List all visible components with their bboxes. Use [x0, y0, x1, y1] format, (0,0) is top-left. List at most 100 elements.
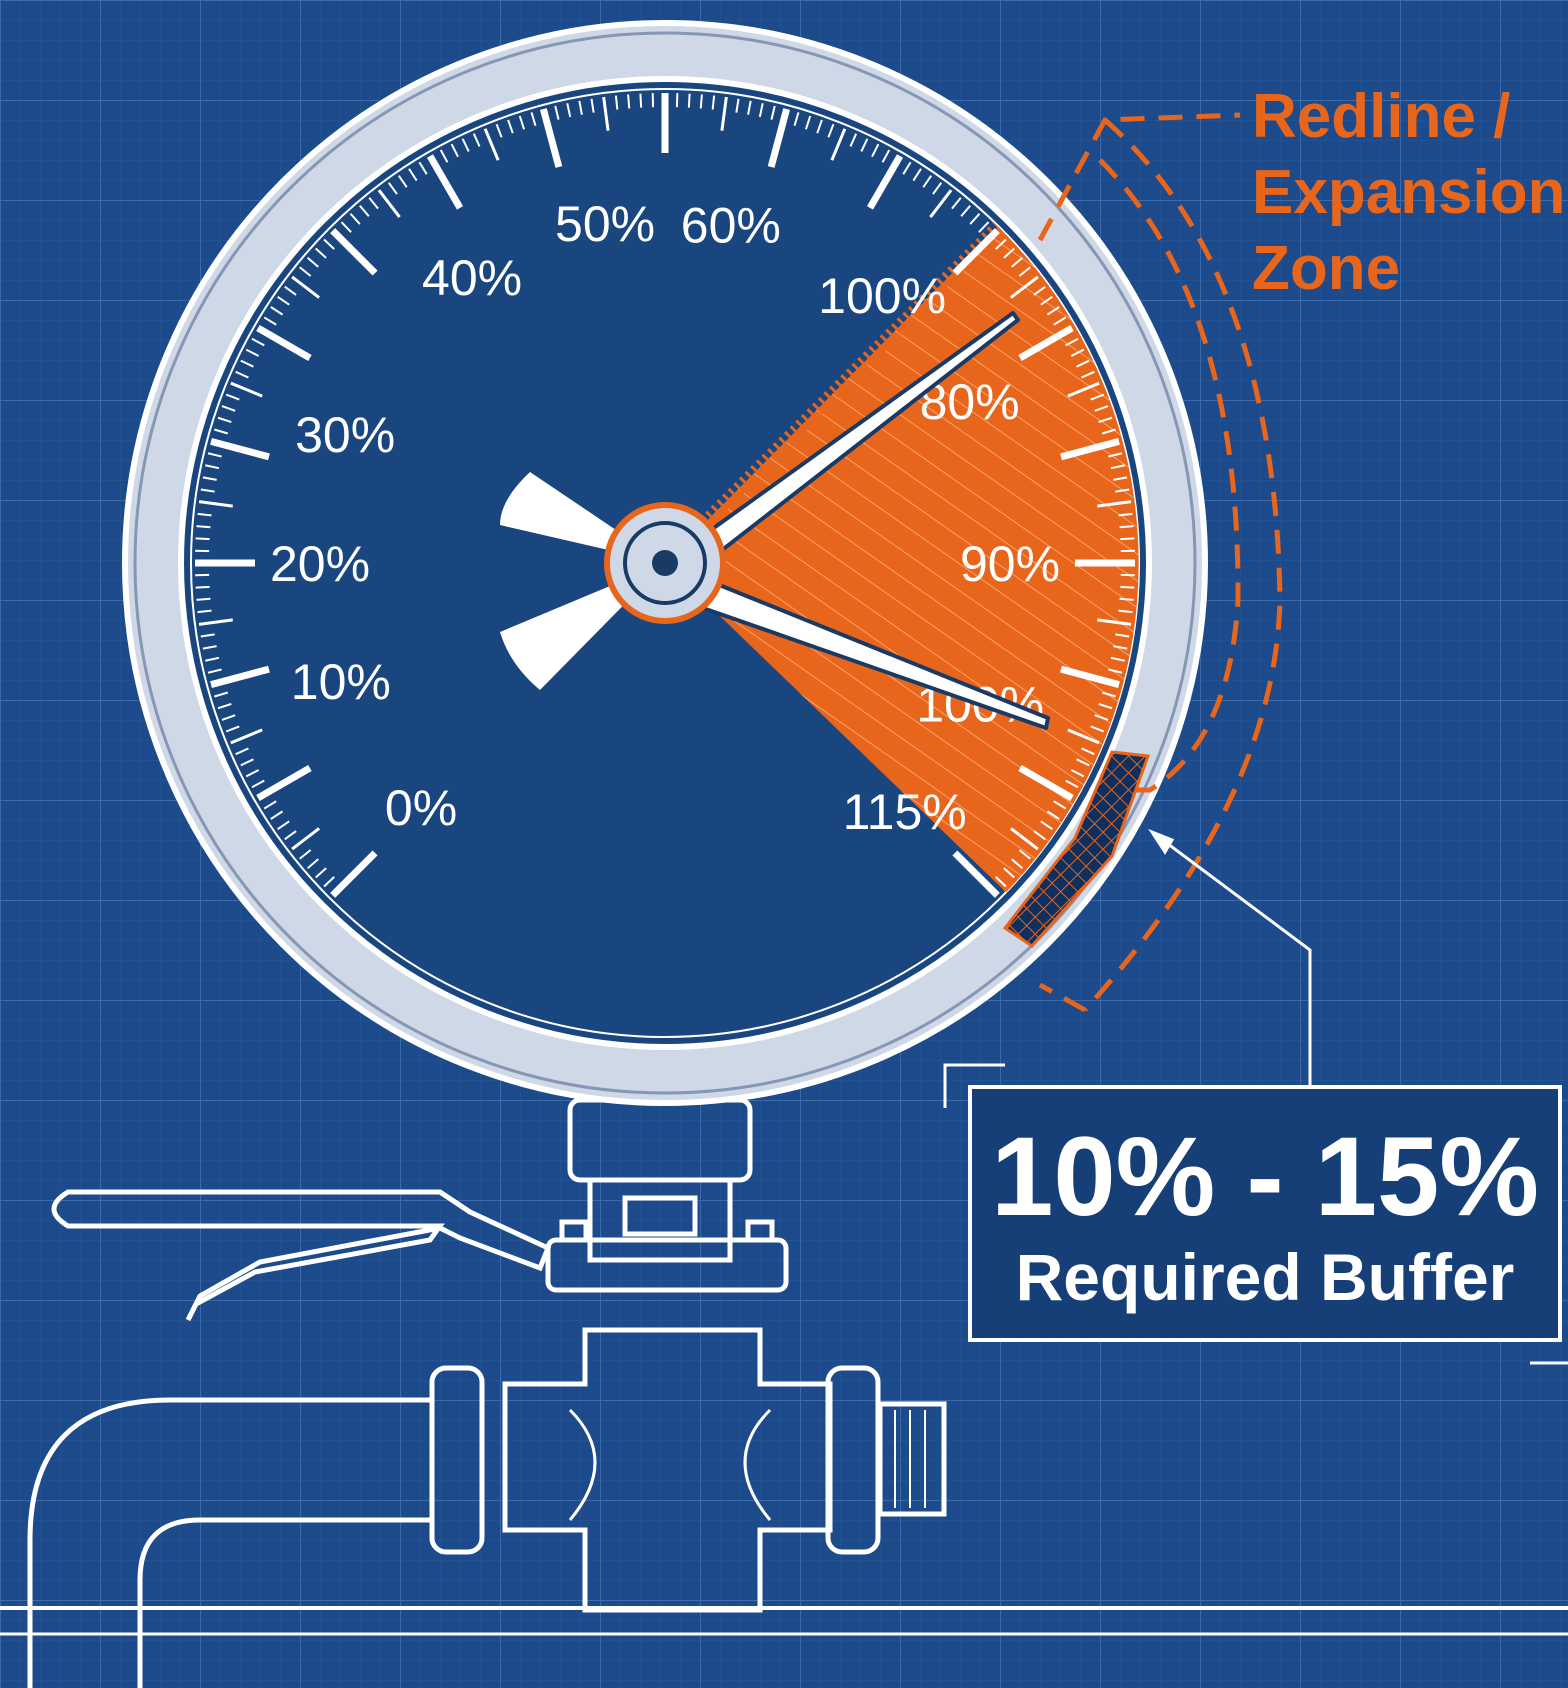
minor-tick	[461, 138, 470, 152]
minor-tick	[1065, 337, 1079, 347]
redline-sector-hatch	[665, 226, 1139, 893]
minor-tick	[578, 100, 583, 115]
minor-tick	[323, 876, 335, 888]
minor-tick	[1110, 656, 1125, 662]
minor-tick	[1018, 266, 1031, 277]
minor-tick	[602, 96, 610, 131]
minor-tick	[1110, 464, 1125, 470]
minor-tick	[1094, 714, 1109, 721]
minor-tick	[230, 381, 263, 398]
minor-tick	[315, 867, 327, 879]
major-tick	[1018, 324, 1074, 362]
minor-tick	[299, 849, 312, 860]
minor-tick	[270, 810, 284, 820]
major-tick	[256, 324, 312, 362]
minor-tick	[1108, 668, 1123, 674]
minor-tick	[1115, 633, 1130, 638]
major-tick	[952, 228, 1000, 276]
dial-label: 50%	[555, 196, 655, 252]
dial-label: 10%	[291, 654, 391, 710]
base-lines	[0, 1606, 1568, 1636]
minor-tick	[284, 285, 297, 296]
minor-tick	[483, 128, 500, 161]
minor-tick	[495, 123, 503, 138]
minor-tick	[1046, 306, 1060, 316]
minor-tick	[198, 500, 233, 508]
minor-tick	[349, 213, 361, 225]
minor-tick	[1067, 728, 1100, 745]
minor-tick	[200, 488, 215, 493]
minor-tick	[1118, 609, 1133, 614]
minor-tick	[251, 337, 265, 347]
minor-tick	[1076, 359, 1090, 368]
minor-tick	[245, 769, 260, 778]
minor-tick	[827, 123, 835, 138]
minor-tick	[397, 175, 408, 188]
valve-body	[429, 1327, 947, 1613]
minor-tick	[507, 119, 514, 134]
minor-tick	[197, 609, 212, 614]
minor-tick	[230, 728, 263, 745]
minor-tick	[1033, 285, 1046, 296]
needle-hub-pin	[652, 550, 678, 576]
buffer-caption: Required Buffer	[1016, 1240, 1515, 1314]
minor-tick	[225, 393, 240, 401]
minor-tick	[929, 189, 953, 219]
minor-tick	[1120, 585, 1135, 589]
minor-tick	[1090, 725, 1105, 733]
minor-tick	[196, 597, 211, 601]
minor-tick	[221, 405, 236, 412]
major-tick	[426, 154, 464, 210]
minor-tick	[566, 103, 572, 118]
minor-tick	[340, 221, 352, 233]
major-tick	[539, 108, 563, 168]
buffer-box	[968, 1085, 1562, 1342]
minor-tick	[439, 149, 449, 163]
gauge-needles	[500, 311, 1050, 730]
minor-tick	[408, 168, 418, 182]
minor-tick	[205, 464, 220, 470]
major-tick	[767, 108, 791, 168]
redline-sector-hatched-edge	[660, 221, 1004, 568]
minor-tick	[291, 827, 321, 851]
major-tick	[210, 437, 270, 461]
dial-label: 100%	[818, 268, 946, 324]
minor-tick	[758, 103, 764, 118]
minor-tick	[323, 238, 335, 250]
dial-label: 0%	[385, 780, 457, 836]
minor-tick	[860, 138, 869, 152]
minor-tick	[1040, 295, 1053, 306]
dial-label: 20%	[270, 536, 370, 592]
minor-tick	[196, 525, 211, 529]
minor-tick	[1009, 275, 1039, 299]
minor-tick	[263, 316, 277, 326]
gauge-bezel-ring	[133, 31, 1197, 1095]
pipe	[27, 1397, 432, 1688]
minor-tick	[932, 182, 943, 195]
minor-tick	[1009, 827, 1039, 851]
major-tick	[210, 665, 270, 689]
minor-tick	[639, 93, 643, 108]
minor-tick	[1097, 500, 1132, 508]
minor-tick	[1003, 867, 1015, 879]
minor-tick	[1113, 645, 1128, 650]
minor-tick	[590, 98, 595, 113]
minor-tick	[518, 115, 526, 130]
major-tick	[330, 850, 378, 898]
minor-tick	[687, 93, 691, 108]
minor-tick	[1081, 370, 1095, 379]
minor-tick	[235, 370, 249, 379]
redline-zone-line-2: Expansion	[1252, 158, 1566, 227]
minor-tick	[221, 714, 236, 721]
minor-tick	[849, 133, 858, 147]
minor-tick	[200, 633, 215, 638]
minor-tick	[747, 100, 752, 115]
buffer-corner-mark	[943, 1063, 1005, 1108]
minor-tick	[235, 747, 249, 756]
minor-tick	[1053, 800, 1067, 810]
minor-tick	[418, 161, 428, 175]
needle-hub-ring	[623, 521, 707, 605]
valve-handle	[51, 1189, 552, 1322]
major-tick	[1060, 437, 1120, 461]
minor-tick	[240, 758, 254, 767]
